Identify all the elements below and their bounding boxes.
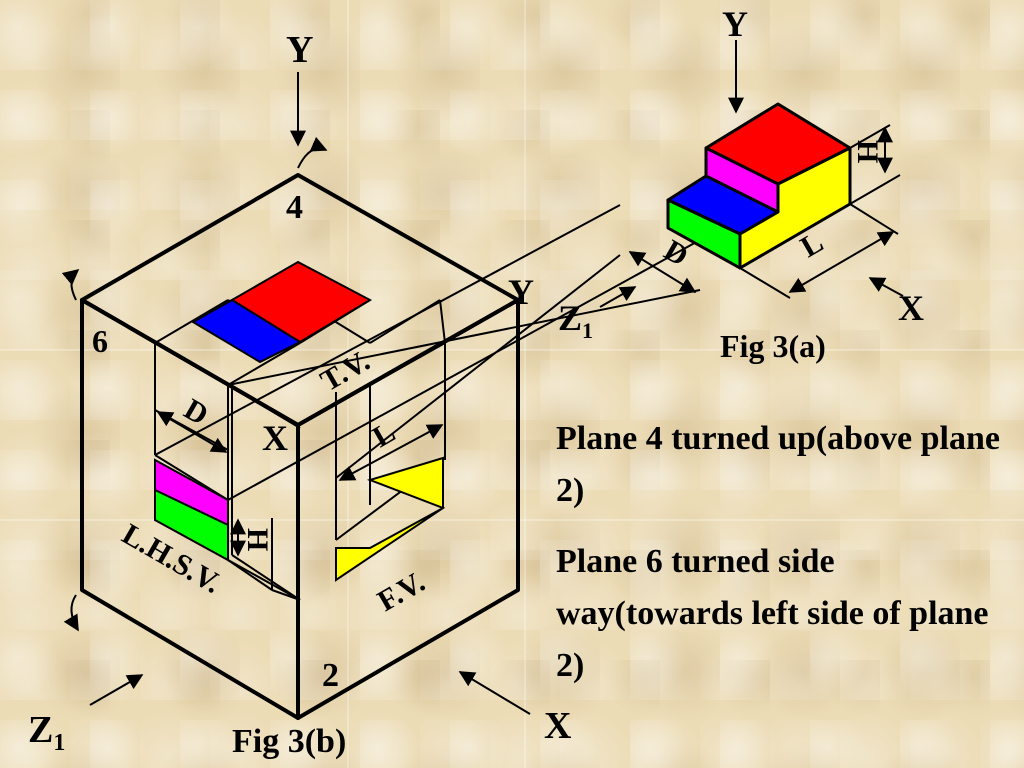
dimension-lines-a xyxy=(628,124,901,299)
connector-lines xyxy=(154,204,701,501)
label-plane-4: 4 xyxy=(286,189,303,226)
rotate-arrow-bottom xyxy=(63,594,79,632)
fig-b-caption: Fig 3(b) xyxy=(232,723,346,760)
label-h-inner: H xyxy=(241,528,274,551)
label-tv: T.V. xyxy=(315,344,375,398)
note-plane-6: Plane 6 turned side way(towards left sid… xyxy=(556,543,989,684)
note-plane-4: Plane 4 turned up(above plane 2) xyxy=(556,420,1000,509)
fv-yellow-face xyxy=(335,456,446,582)
fig-a-caption: Fig 3(a) xyxy=(720,328,826,364)
projection-box xyxy=(80,173,520,720)
rotation-arrows xyxy=(61,136,328,632)
rotate-arrow-left xyxy=(61,268,80,301)
label-y-top-a: Y xyxy=(722,4,748,44)
label-x-inner: X xyxy=(262,418,288,458)
label-plane-2: 2 xyxy=(322,657,339,694)
rotate-arrow-top xyxy=(297,136,328,169)
label-plane-6: 6 xyxy=(92,323,108,359)
lhsv-green-face xyxy=(154,488,229,562)
label-x-bottom: X xyxy=(544,705,571,747)
label-y-right-b: Y xyxy=(508,272,534,312)
stepped-block xyxy=(666,102,852,270)
label-y-top-b: Y xyxy=(286,29,313,71)
label-x-a: X xyxy=(898,288,924,328)
dimension-lines-b xyxy=(156,411,444,557)
tv-blue-face xyxy=(191,298,303,364)
label-h-a: H xyxy=(851,140,884,163)
axis-arrows xyxy=(89,40,904,715)
label-fv: F.V. xyxy=(372,565,430,618)
label-z1-bottom: Z1 xyxy=(28,709,65,756)
label-z1-a: Z1 xyxy=(558,298,593,343)
